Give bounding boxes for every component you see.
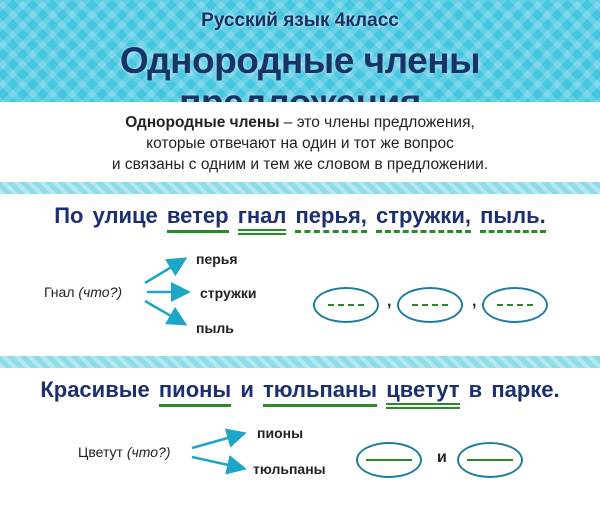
scheme-oval-dashed	[313, 287, 379, 323]
separator-comma: ,	[472, 293, 477, 310]
word: Красивые	[40, 377, 150, 402]
definition-line-3: и связаны с одним и тем же словом в пред…	[111, 156, 489, 173]
head-word: Цветут	[78, 444, 123, 460]
dashed-underline	[497, 304, 533, 306]
question: (что?)	[126, 444, 171, 460]
subject-subtitle: Русский язык 4класс	[201, 10, 399, 31]
definition-line-2: которые отвечают на один и тот же вопрос	[146, 135, 454, 152]
definition-text: Однородные члены – это члены предложения…	[40, 112, 560, 175]
word-homogeneous: стружки,	[376, 203, 471, 233]
word: По	[54, 203, 84, 228]
definition-line-1-rest: – это члены предложения,	[279, 114, 475, 131]
arrow-icon	[144, 299, 188, 326]
example-1-item: пыль	[196, 320, 234, 336]
example-2-head-label: Цветут (что?)	[78, 444, 171, 460]
word-predicate: гнал	[237, 203, 287, 235]
head-word: Гнал	[44, 284, 75, 300]
word-subject: ветер	[166, 203, 229, 233]
word: парке.	[491, 377, 560, 402]
word: улице	[92, 203, 158, 228]
definition-term: Однородные члены	[125, 114, 280, 131]
separator-comma: ,	[387, 293, 392, 310]
example-1-sentence: По улице ветер гнал перья, стружки, пыль…	[0, 203, 600, 235]
example-1-head-label: Гнал (что?)	[44, 284, 122, 300]
word-homogeneous: перья,	[295, 203, 367, 233]
conjunction-label: и	[437, 449, 447, 466]
word-predicate: цветут	[386, 377, 460, 409]
word-conjunction: и	[240, 377, 254, 402]
arrow-icon	[191, 428, 247, 450]
scheme-oval-dashed	[482, 287, 548, 323]
example-2-sentence: Красивые пионы и тюльпаны цветут в парке…	[0, 377, 600, 409]
solid-underline	[467, 459, 513, 461]
word: в	[468, 377, 483, 402]
example-2-item: пионы	[257, 425, 304, 441]
scheme-oval-solid	[457, 442, 523, 478]
dashed-underline	[328, 304, 364, 306]
word-homogeneous: пыль.	[480, 203, 546, 233]
word-homogeneous-subject: пионы	[158, 377, 232, 407]
question: (что?)	[78, 284, 123, 300]
arrow-icon	[144, 257, 188, 285]
example-1-item: стружки	[200, 285, 257, 301]
divider-band-1	[0, 182, 600, 194]
definition-line-1: Однородные члены – это члены предложения…	[40, 112, 560, 133]
divider-band-2	[0, 356, 600, 368]
solid-underline	[366, 459, 412, 461]
arrow-icon	[191, 455, 247, 475]
scheme-oval-dashed	[397, 287, 463, 323]
dashed-underline	[412, 304, 448, 306]
scheme-oval-solid	[356, 442, 422, 478]
example-1-item: перья	[196, 251, 238, 267]
example-2-item: тюльпаны	[253, 461, 326, 477]
word-homogeneous-subject: тюльпаны	[262, 377, 378, 407]
